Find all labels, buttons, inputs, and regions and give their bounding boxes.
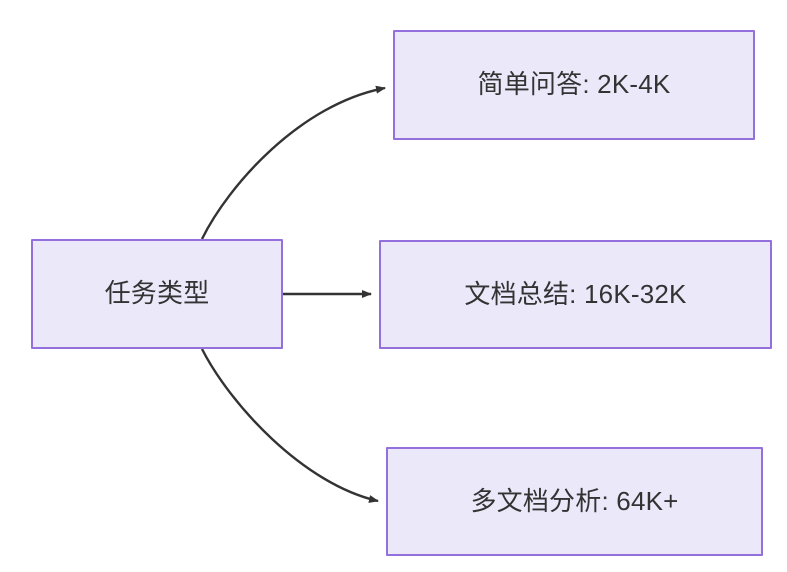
edge-root-to-multi [200, 348, 379, 503]
node-label: 任务类型 [104, 278, 210, 309]
node-simple-qa[interactable]: 简单问答: 2K-4K [393, 30, 755, 140]
node-multi-document-analysis[interactable]: 多文档分析: 64K+ [386, 447, 763, 556]
edge-root-to-simple [200, 85, 386, 240]
node-document-summary[interactable]: 文档总结: 16K-32K [379, 240, 772, 349]
node-label: 简单问答: 2K-4K [477, 69, 671, 100]
node-task-type[interactable]: 任务类型 [31, 239, 283, 349]
node-label: 文档总结: 16K-32K [464, 278, 687, 309]
node-label: 多文档分析: 64K+ [470, 485, 679, 516]
